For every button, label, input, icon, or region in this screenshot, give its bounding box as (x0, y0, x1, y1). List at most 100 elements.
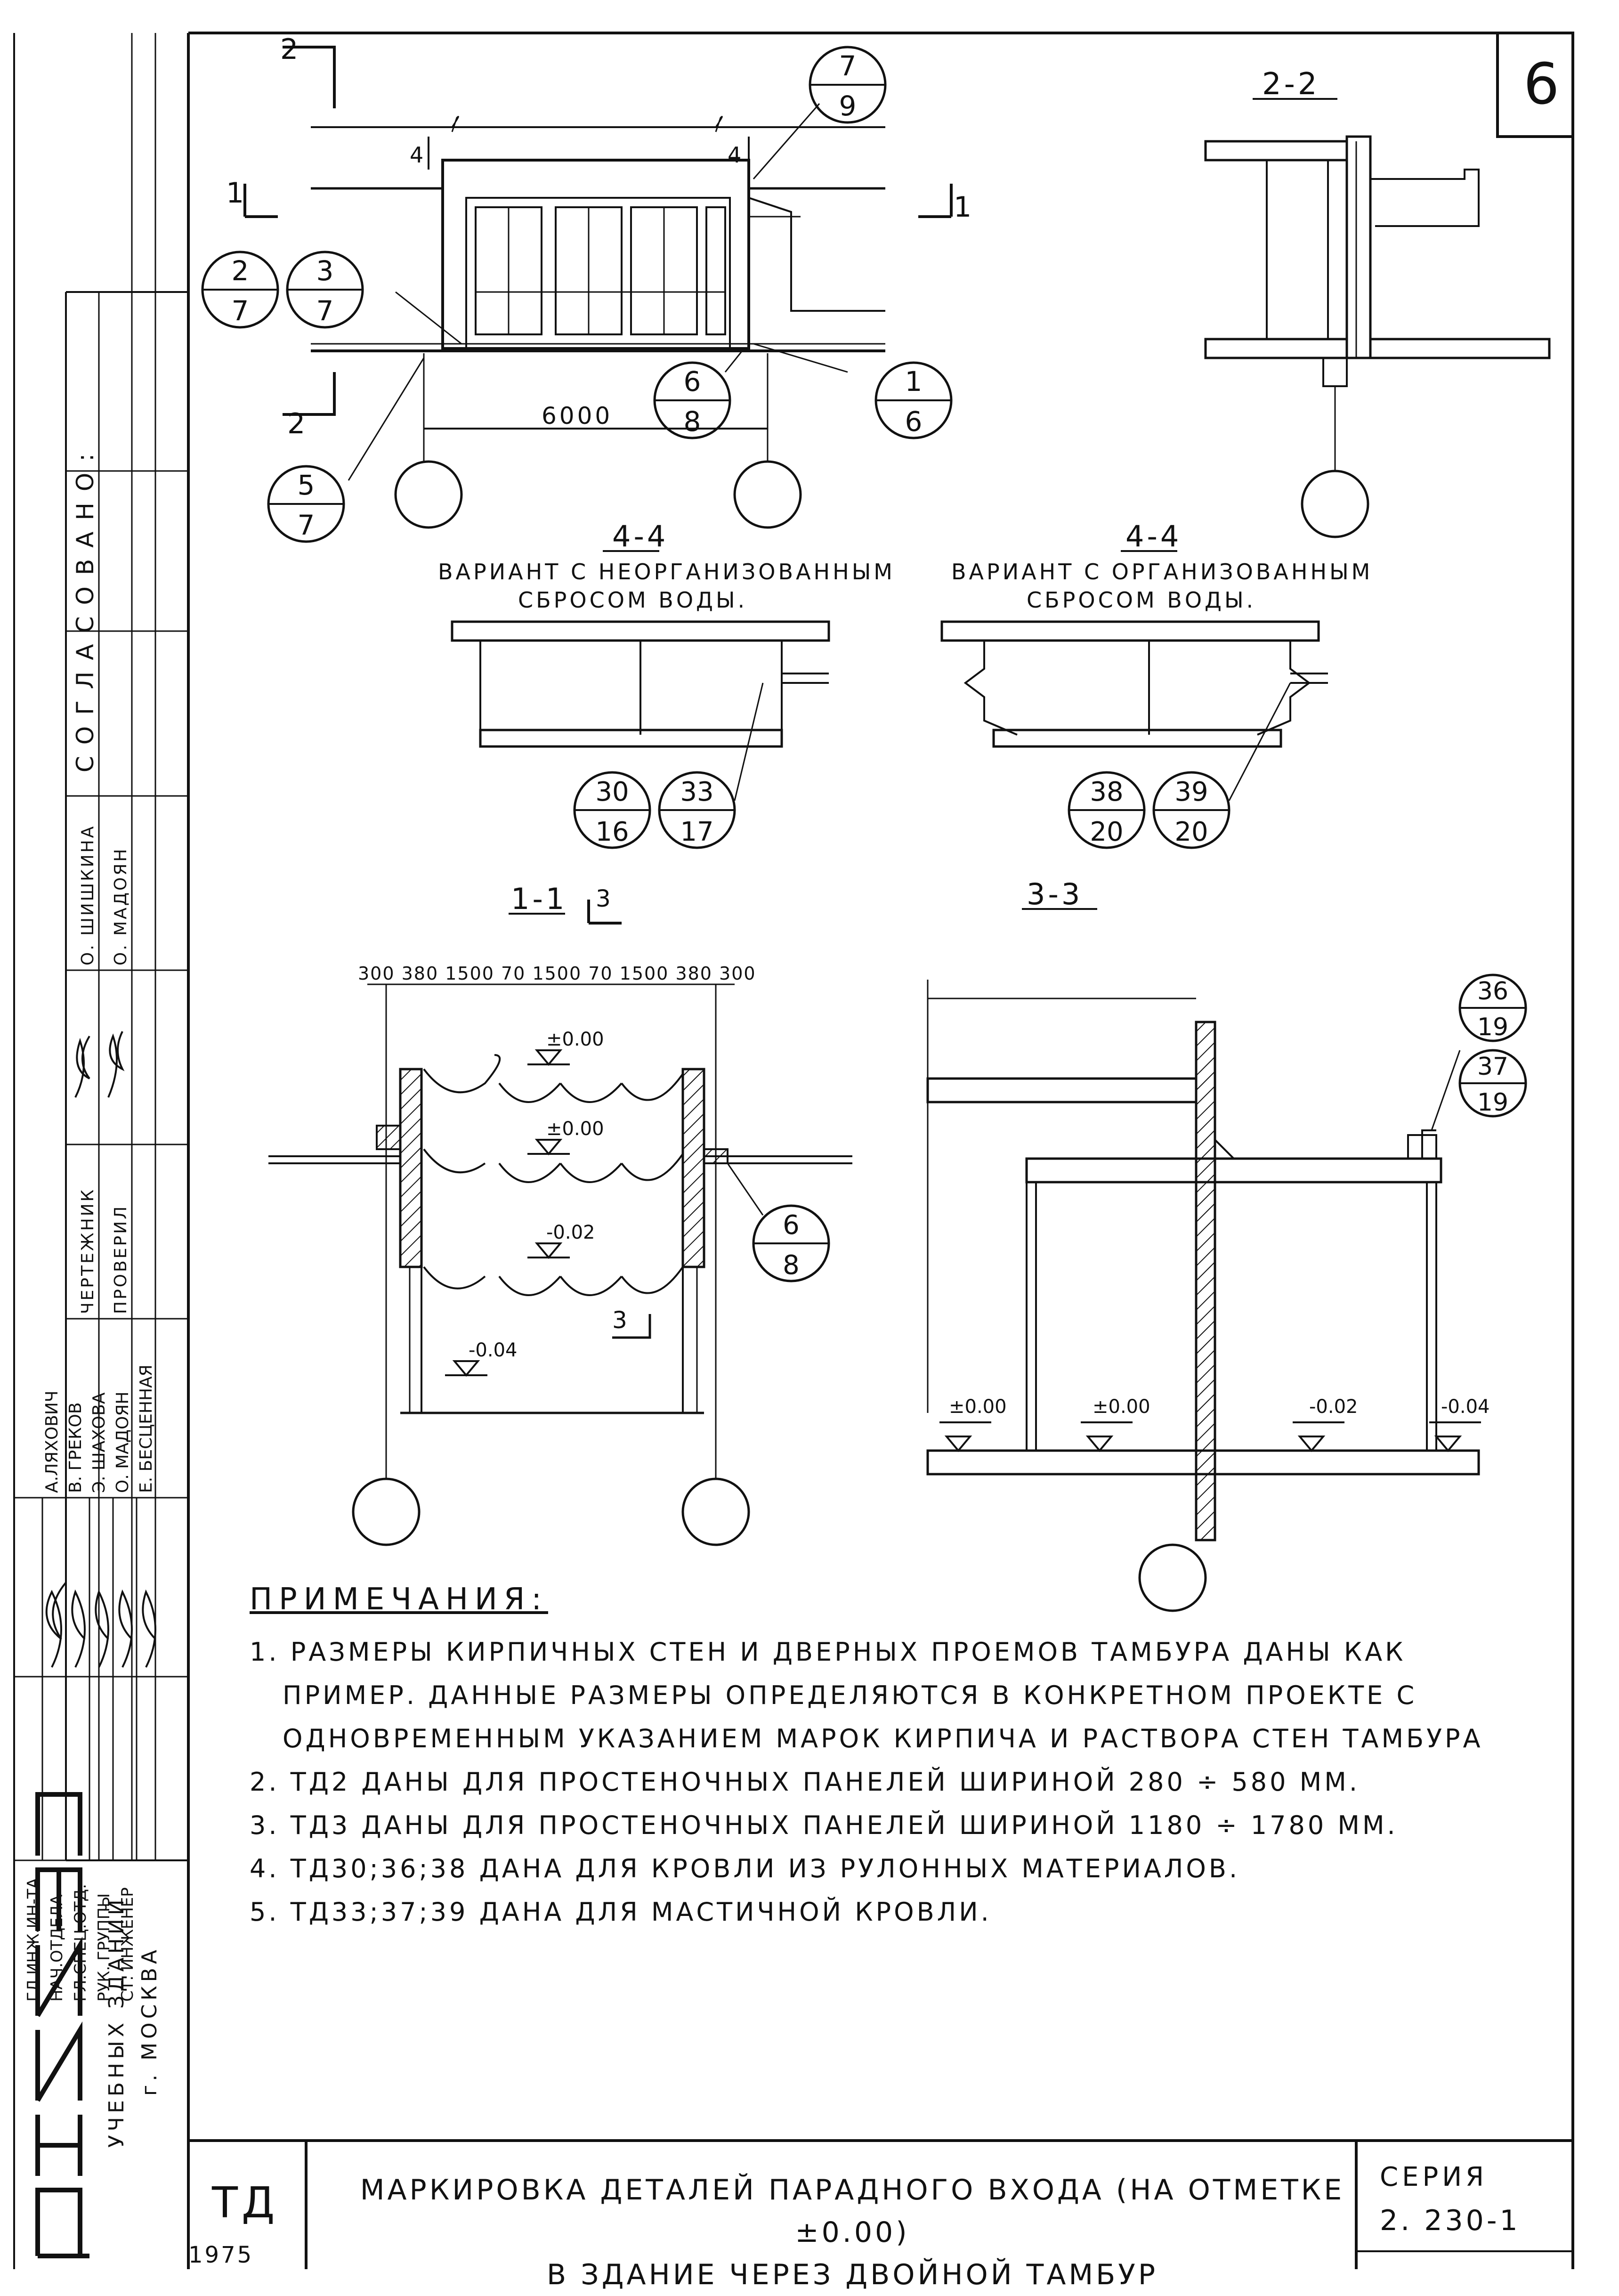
svg-text:20: 20 (1174, 817, 1208, 847)
callout-33-17: 33 17 (658, 771, 736, 849)
note-5-text: ТД33;37;39 ДАНА ДЛЯ МАСТИЧНОЙ КРОВЛИ. (290, 1897, 992, 1927)
svg-text:16: 16 (595, 817, 629, 847)
note-1-line-3: ОДНОВРЕМЕННЫМ УКАЗАНИЕМ МАРОК КИРПИЧА И … (283, 1724, 1483, 1753)
staff-role-5: СТ. ИНЖЕНЕР (118, 1887, 137, 2002)
handwritten-signatures (45, 1031, 156, 1668)
organization-logo (35, 1792, 89, 2258)
callout-6-8-section-1-1: 6 8 (752, 1204, 830, 1282)
svg-text:6: 6 (783, 1210, 800, 1241)
level-1: ±0.00 (546, 1029, 604, 1050)
series-number: 2. 230-1 (1380, 2204, 1521, 2237)
svg-text:1: 1 (905, 365, 923, 398)
level-4: -0.04 (469, 1339, 518, 1361)
note-3: 3. ТД3 ДАНЫ ДЛЯ ПРОСТЕНОЧНЫХ ПАНЕЛЕЙ ШИР… (250, 1804, 1474, 1847)
notes-block: ПРИМЕЧАНИЯ: 1. РАЗМЕРЫ КИРПИЧНЫХ СТЕН И … (250, 1578, 1483, 1934)
section-4-4b-caption1: ВАРИАНТ С ОРГАНИЗОВАННЫМ (951, 559, 1373, 584)
svg-text:39: 39 (1174, 777, 1208, 807)
note-3-number: 3. (250, 1810, 280, 1840)
note-1-line-1: РАЗМЕРЫ КИРПИЧНЫХ СТЕН И ДВЕРНЫХ ПРОЕМОВ… (290, 1637, 1406, 1667)
callout-37-19: 37 19 (1458, 1049, 1527, 1118)
plan-callout-5-7: 5 7 (267, 465, 345, 543)
series-label: СЕРИЯ (1380, 2162, 1488, 2192)
svg-text:8: 8 (684, 406, 701, 438)
section-4-4a-caption2: СБРОСОМ ВОДЫ. (518, 587, 747, 613)
svg-text:7: 7 (839, 50, 857, 82)
plan-section-mark-bottom: 2 (287, 407, 305, 440)
level-3-3-1: ±0.00 (949, 1396, 1007, 1418)
staff-name-2: В. ГРЕКОВ (66, 1402, 85, 1493)
plan-width-dim: 6000 (542, 402, 613, 430)
svg-text:36: 36 (1477, 977, 1508, 1006)
svg-text:7: 7 (316, 295, 334, 327)
svg-text:3: 3 (316, 255, 334, 287)
svg-text:38: 38 (1090, 777, 1123, 807)
plan-callout-7-9: 7 9 (809, 46, 887, 124)
callout-30-16: 30 16 (573, 771, 651, 849)
section-1-1-dims: 300 380 1500 70 1500 70 1500 380 300 (358, 963, 756, 984)
notes-title: ПРИМЕЧАНИЯ: (250, 1582, 548, 1617)
title-line-1: МАРКИРОВКА ДЕТАЛЕЙ ПАРАДНОГО ВХОДА (НА О… (360, 2174, 1345, 2249)
callout-39-20: 39 20 (1152, 771, 1230, 849)
level-2: ±0.00 (546, 1118, 604, 1140)
note-4-text: ТД30;36;38 ДАНА ДЛЯ КРОВЛИ ИЗ РУЛОННЫХ М… (290, 1854, 1240, 1883)
note-2: 2. ТД2 ДАНЫ ДЛЯ ПРОСТЕНОЧНЫХ ПАНЕЛЕЙ ШИР… (250, 1761, 1474, 1804)
plan-section-mark-left: 1 (226, 177, 244, 210)
staff-grid (14, 1497, 188, 1861)
plan-dim-left: 4 (410, 142, 423, 168)
section-1-1-marker: 3 (596, 885, 611, 912)
note-1-line-2: ПРИМЕР. ДАННЫЕ РАЗМЕРЫ ОПРЕДЕЛЯЮТСЯ В КО… (283, 1680, 1417, 1710)
role-checked: ПРОВЕРИЛ (111, 1205, 130, 1314)
section-4-4-organized (940, 550, 1328, 801)
note-2-number: 2. (250, 1767, 280, 1797)
section-1-1-marker-bottom: 3 (612, 1306, 627, 1334)
note-5-number: 5. (250, 1897, 280, 1927)
section-4-4b-title: 4-4 (1125, 519, 1182, 553)
staff-name-3: Э. ШАХОВА (89, 1392, 109, 1493)
svg-text:6: 6 (684, 365, 701, 398)
approval-name-1: О. ШИШКИНА (78, 825, 97, 965)
plan-callout-1-6: 1 6 (874, 361, 953, 439)
section-1-1-title: 1-1 (511, 882, 567, 916)
note-2-text: ТД2 ДАНЫ ДЛЯ ПРОСТЕНОЧНЫХ ПАНЕЛЕЙ ШИРИНО… (290, 1767, 1360, 1797)
title-block-title: МАРКИРОВКА ДЕТАЛЕЙ ПАРАДНОГО ВХОДА (НА О… (358, 2169, 1347, 2296)
svg-text:8: 8 (783, 1250, 800, 1281)
role-draftsman: ЧЕРТЕЖНИК (78, 1188, 97, 1314)
org-line1: УЧЕБНЫХ ЗДАНИЙ (104, 1896, 129, 2148)
plan-callout-2-7: 2 7 (201, 251, 279, 329)
level-3-3-2: ±0.00 (1093, 1396, 1150, 1418)
title-block-year: 1975 (188, 2242, 254, 2268)
approved-header: СОГЛАСОВАНО: (72, 442, 99, 772)
svg-text:37: 37 (1477, 1053, 1508, 1081)
note-1: 1. РАЗМЕРЫ КИРПИЧНЫХ СТЕН И ДВЕРНЫХ ПРОЕ… (250, 1631, 1474, 1674)
svg-text:7: 7 (298, 509, 315, 541)
section-4-4b-caption2: СБРОСОМ ВОДЫ. (1027, 587, 1256, 613)
svg-text:17: 17 (680, 817, 713, 847)
note-1-number: 1. (250, 1637, 280, 1667)
plan-callout-3-7: 3 7 (286, 251, 364, 329)
section-3-3-title: 3-3 (1027, 877, 1083, 911)
plan-section-mark-top: 2 (280, 33, 298, 66)
svg-text:9: 9 (839, 90, 857, 122)
note-4: 4. ТД30;36;38 ДАНА ДЛЯ КРОВЛИ ИЗ РУЛОННЫ… (250, 1847, 1474, 1890)
section-4-4a-title: 4-4 (612, 519, 668, 553)
svg-text:19: 19 (1477, 1088, 1508, 1117)
svg-text:30: 30 (595, 777, 629, 807)
svg-text:19: 19 (1477, 1013, 1508, 1041)
level-3-3-4: -0.04 (1441, 1396, 1490, 1418)
section-2-2-title: 2-2 (1262, 67, 1320, 102)
title-block-code: ТД (212, 2178, 279, 2228)
level-3: -0.02 (546, 1222, 595, 1243)
svg-text:6: 6 (905, 406, 923, 438)
svg-text:20: 20 (1090, 817, 1123, 847)
callout-36-19: 36 19 (1458, 974, 1527, 1042)
svg-text:2: 2 (232, 255, 249, 287)
note-5: 5. ТД33;37;39 ДАНА ДЛЯ МАСТИЧНОЙ КРОВЛИ. (250, 1890, 1474, 1934)
svg-text:33: 33 (680, 777, 713, 807)
staff-name-1: А.ЛЯХОВИЧ (42, 1391, 62, 1493)
level-3-3-3: -0.02 (1309, 1396, 1358, 1418)
plan-dim-right: 4 (728, 142, 741, 168)
staff-name-4: О. МАДОЯН (113, 1392, 132, 1493)
sheet-frame (13, 32, 1574, 2269)
staff-name-5: Е. БЕСЦЕННАЯ (137, 1364, 156, 1493)
